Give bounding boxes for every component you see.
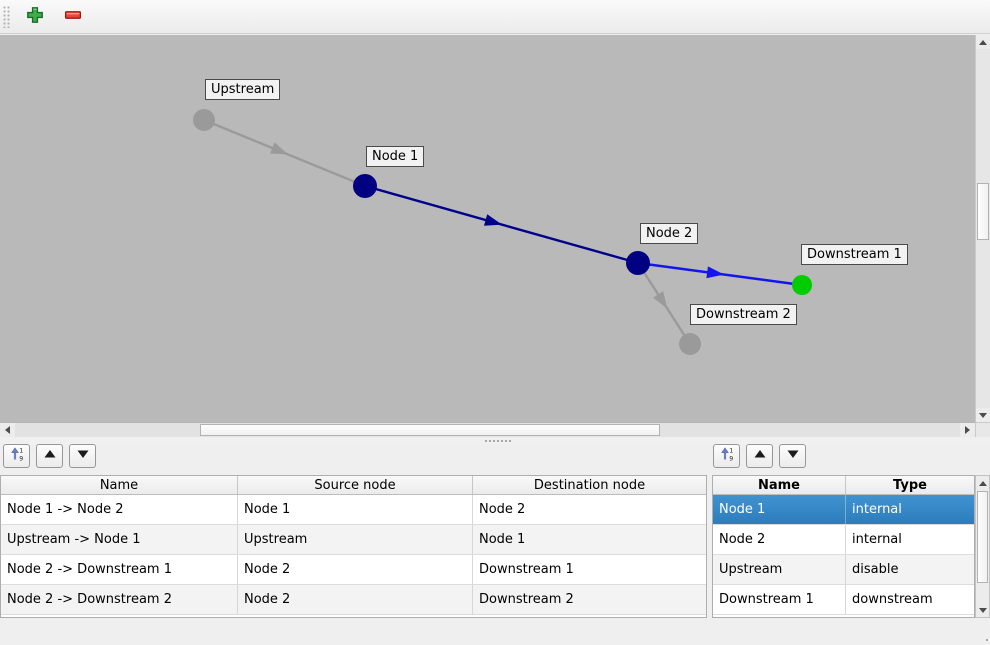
remove-button[interactable]	[60, 4, 86, 30]
table-cell: internal	[852, 532, 902, 547]
table-cell: Downstream 1	[713, 585, 846, 614]
node-label-node-2[interactable]: Node 2	[640, 223, 699, 244]
edges-move-up-button[interactable]	[36, 444, 63, 468]
graph-node-downstream-2[interactable]	[679, 333, 701, 355]
node-label-downstream-2[interactable]: Downstream 2	[690, 304, 797, 325]
graph-node-node-2[interactable]	[626, 251, 650, 275]
hscroll-thumb[interactable]	[200, 424, 660, 436]
column-header-name[interactable]: Name	[1, 476, 238, 494]
table-cell: Node 1 -> Node 2	[1, 495, 238, 524]
arrow-down-icon	[979, 412, 987, 418]
table-row-upstream[interactable]: Upstream disable	[713, 555, 974, 585]
arrow-up-icon	[753, 448, 767, 464]
nodes-move-down-button[interactable]	[779, 444, 806, 468]
horizontal-splitter[interactable]	[0, 437, 990, 444]
arrow-down-icon	[978, 607, 987, 613]
table-cell: Node 2	[238, 555, 473, 584]
scroll-up-button[interactable]	[976, 476, 989, 490]
table-cell: Node 2	[479, 502, 526, 517]
table-cell: Upstream	[713, 555, 846, 584]
table-cell: Node 1	[713, 495, 846, 524]
toolbar-drag-handle[interactable]	[3, 5, 10, 28]
table-row-node-1[interactable]: Node 1 internal	[713, 495, 974, 525]
edge-arrow-icon	[653, 291, 668, 309]
svg-text:9: 9	[19, 456, 23, 462]
canvas-vscrollbar[interactable]	[975, 35, 990, 422]
scroll-left-button[interactable]	[0, 423, 15, 437]
minus-icon	[64, 6, 82, 28]
table-header-row: Name Type	[713, 476, 974, 495]
column-header-type[interactable]: Type	[893, 477, 927, 493]
status-bar	[0, 620, 990, 645]
arrow-up-icon	[978, 480, 987, 486]
table-cell: Upstream -> Node 1	[1, 525, 238, 554]
scroll-down-button[interactable]	[976, 408, 990, 422]
graph-node-upstream[interactable]	[193, 109, 215, 131]
table-cell: Node 2 -> Downstream 1	[1, 555, 238, 584]
column-header-destination-node[interactable]: Destination node	[533, 477, 646, 493]
edge-arrow-icon	[483, 214, 502, 226]
table-row-downstream-1[interactable]: Downstream 1 downstream	[713, 585, 974, 615]
canvas-hscrollbar[interactable]	[0, 422, 975, 437]
table-row-node-2[interactable]: Node 2 internal	[713, 525, 974, 555]
table-cell: Downstream 2	[479, 592, 574, 607]
arrow-down-icon	[76, 448, 90, 464]
table-cell: Node 2 -> Downstream 2	[1, 585, 238, 614]
scroll-down-button[interactable]	[976, 603, 989, 617]
arrow-up-icon	[979, 39, 987, 45]
scrollbar-corner	[975, 422, 990, 437]
table-cell: internal	[852, 502, 902, 517]
arrow-up-icon	[43, 448, 57, 464]
table-cell: downstream	[852, 592, 933, 607]
plus-icon	[26, 6, 44, 28]
vscroll-thumb[interactable]	[977, 183, 989, 240]
edges-move-down-button[interactable]	[69, 444, 96, 468]
table-cell: Node 1	[238, 495, 473, 524]
arrow-down-icon	[786, 448, 800, 464]
edge-arrow-icon	[269, 142, 288, 155]
graph-svg	[193, 109, 812, 355]
main-toolbar	[0, 0, 990, 34]
table-cell: disable	[852, 562, 899, 577]
svg-text:1: 1	[729, 447, 733, 454]
resize-grip-icon[interactable]	[984, 639, 986, 641]
svg-text:9: 9	[729, 456, 733, 462]
column-header-name[interactable]: Name	[713, 476, 846, 494]
svg-text:1: 1	[19, 447, 23, 454]
table-cell: Upstream	[238, 525, 473, 554]
edge-arrow-icon	[706, 266, 725, 279]
nodes-table-scrollbar[interactable]	[975, 475, 990, 618]
scroll-right-button[interactable]	[960, 423, 975, 437]
column-header-source-node[interactable]: Source node	[238, 476, 473, 494]
table-scroll-thumb[interactable]	[977, 491, 988, 583]
scroll-up-button[interactable]	[976, 35, 990, 49]
graph-node-node-1[interactable]	[353, 174, 377, 198]
node-label-node-1[interactable]: Node 1	[366, 146, 425, 167]
node-label-upstream[interactable]: Upstream	[205, 79, 281, 100]
arrow-right-icon	[965, 426, 970, 434]
graph-node-downstream-1[interactable]	[792, 275, 812, 295]
arrow-left-icon	[5, 426, 10, 434]
add-button[interactable]	[22, 4, 48, 30]
node-label-downstream-1[interactable]: Downstream 1	[801, 244, 908, 265]
table-cell: Node 2	[713, 525, 846, 554]
table-cell: Node 1	[479, 532, 526, 547]
nodes-move-up-button[interactable]	[746, 444, 773, 468]
table-cell: Node 2	[238, 585, 473, 614]
table-cell: Downstream 1	[479, 562, 574, 577]
